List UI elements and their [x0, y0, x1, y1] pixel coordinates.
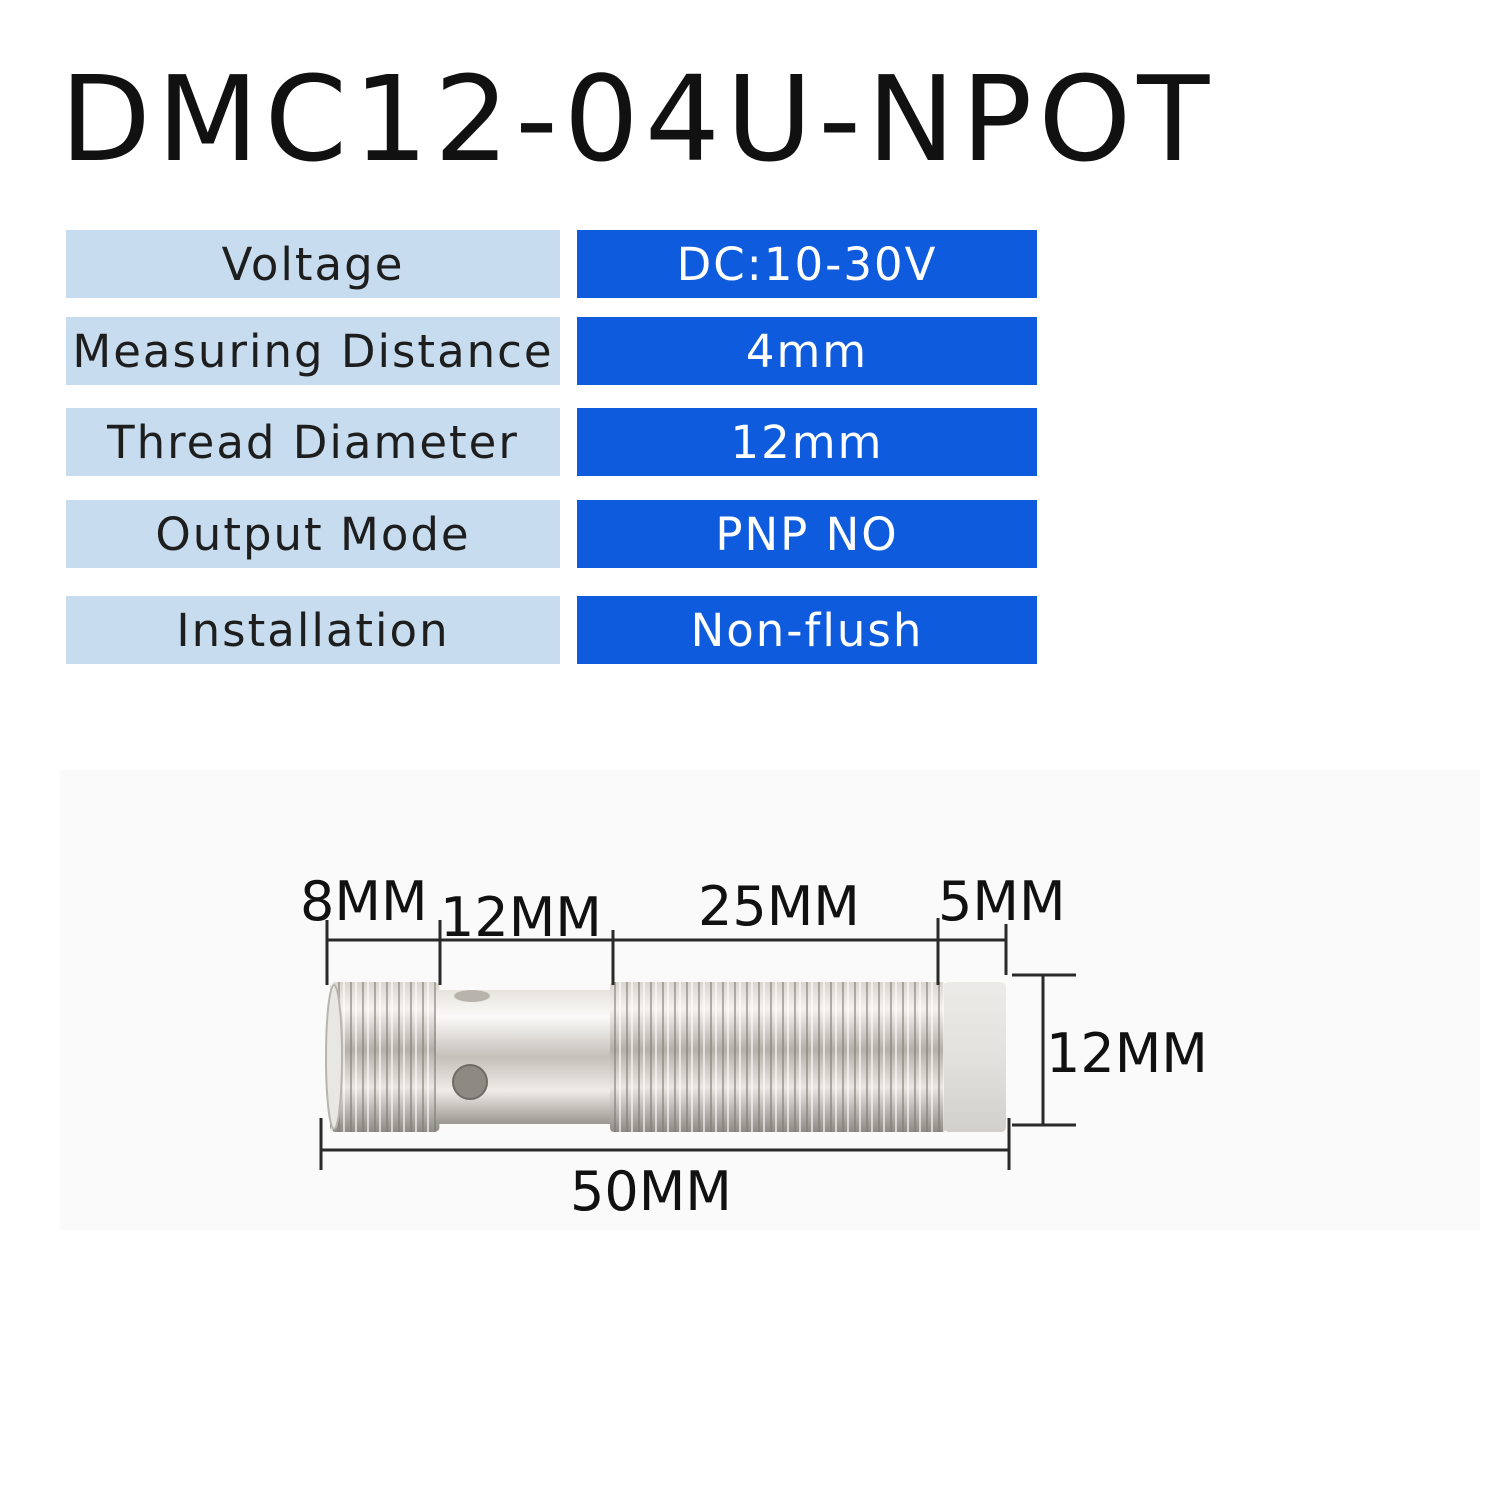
- spec-value-thread-diameter: 12mm: [577, 408, 1037, 476]
- spec-value-output-mode: PNP NO: [577, 500, 1037, 568]
- rear-end-face: [325, 984, 343, 1130]
- dim-label-25mm: 25MM: [698, 875, 860, 938]
- smooth-section-notch: [454, 990, 490, 1002]
- dim-label-8mm: 8MM: [300, 870, 428, 933]
- spec-value-measuring-distance: 4mm: [577, 317, 1037, 385]
- spec-label-voltage: Voltage: [66, 230, 560, 298]
- spec-label-output-mode: Output Mode: [66, 500, 560, 568]
- smooth-section: [436, 990, 612, 1124]
- model-title: DMC12-04U-NPOT: [60, 50, 1216, 188]
- led-indicator-hole: [452, 1064, 488, 1100]
- spec-value-voltage: DC:10-30V: [577, 230, 1037, 298]
- spec-label-measuring-distance: Measuring Distance: [66, 317, 560, 385]
- dim-label-total-length: 50MM: [570, 1160, 732, 1223]
- spec-label-thread-diameter: Thread Diameter: [66, 408, 560, 476]
- dimension-lines: [319, 918, 1076, 1170]
- sensor-body: [325, 982, 1006, 1132]
- dim-label-5mm: 5MM: [938, 870, 1066, 933]
- dim-label-diameter: 12MM: [1046, 1022, 1208, 1085]
- dim-label-12mm: 12MM: [440, 886, 602, 949]
- sensing-cap: [944, 982, 1006, 1132]
- spec-value-installation: Non-flush: [577, 596, 1037, 664]
- spec-label-installation: Installation: [66, 596, 560, 664]
